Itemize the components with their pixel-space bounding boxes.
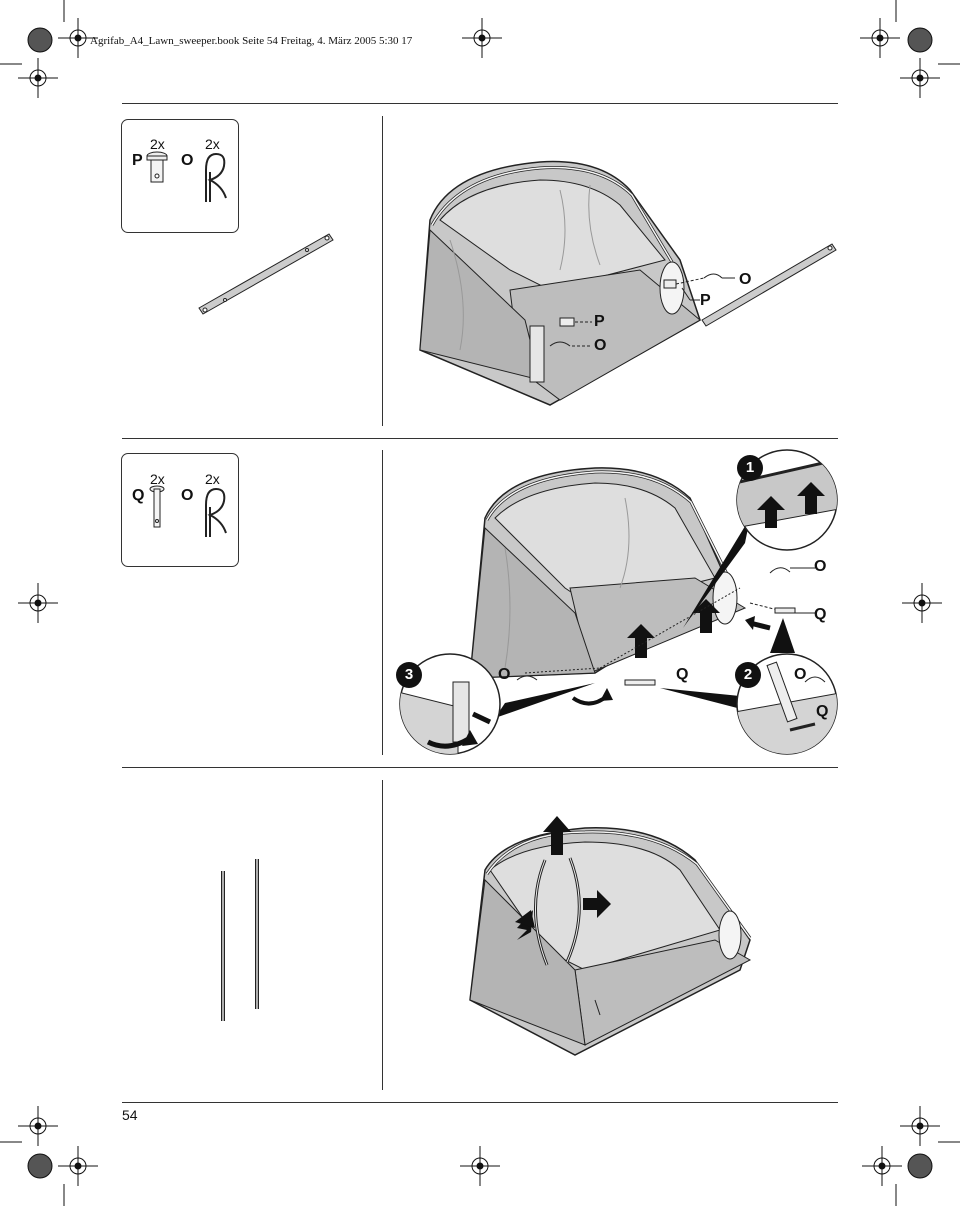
part-letter-o: O <box>181 152 194 169</box>
callout-p-top: P <box>700 292 711 309</box>
page-number: 54 <box>122 1107 138 1123</box>
hairpin-clip-icon <box>205 152 227 202</box>
callout-o-left: O <box>498 666 511 683</box>
top-rule <box>122 103 838 104</box>
callout-o-right: O <box>814 558 827 575</box>
column-divider-1 <box>382 116 383 426</box>
step-badge-1: 1 <box>737 455 763 481</box>
part-qty-p: 2x <box>150 136 165 152</box>
section-divider-1 <box>122 438 838 439</box>
step-badge-3: 3 <box>396 662 422 688</box>
callout-o-detail2: O <box>794 666 807 683</box>
bottom-rule <box>122 1102 838 1103</box>
callout-q-detail2: Q <box>816 703 829 720</box>
section-divider-2 <box>122 767 838 768</box>
hopper-illustration-2 <box>469 467 815 718</box>
column-divider-3 <box>382 780 383 1090</box>
step-badge-2: 2 <box>735 662 761 688</box>
part-letter-q: Q <box>132 487 145 504</box>
callout-o-mid: O <box>594 337 607 354</box>
callout-q-center: Q <box>676 666 689 683</box>
hopper-illustration-1 <box>419 160 735 406</box>
detail-circle-3 <box>399 653 501 755</box>
long-pin-icon <box>149 485 165 528</box>
detail-circle-2 <box>736 653 838 755</box>
column-divider-2 <box>382 450 383 755</box>
part-letter-p: P <box>132 152 143 169</box>
callout-o-top: O <box>739 271 752 288</box>
side-bar-attached <box>701 243 837 327</box>
support-rods <box>221 859 259 1021</box>
hairpin-clip-icon-2 <box>205 487 227 537</box>
side-bar-part <box>198 233 334 315</box>
part-qty-o: 2x <box>205 136 220 152</box>
callout-q-right: Q <box>814 606 827 623</box>
header-file-info: Agrifab_A4_Lawn_sweeper.book Seite 54 Fr… <box>90 35 413 47</box>
part-qty-q: 2x <box>150 471 165 487</box>
part-letter-o2: O <box>181 487 194 504</box>
detail-circle-1 <box>736 449 838 551</box>
clevis-pin-icon <box>146 151 168 183</box>
part-qty-o2: 2x <box>205 471 220 487</box>
hopper-illustration-3 <box>469 816 752 1056</box>
callout-p-mid: P <box>594 313 605 330</box>
